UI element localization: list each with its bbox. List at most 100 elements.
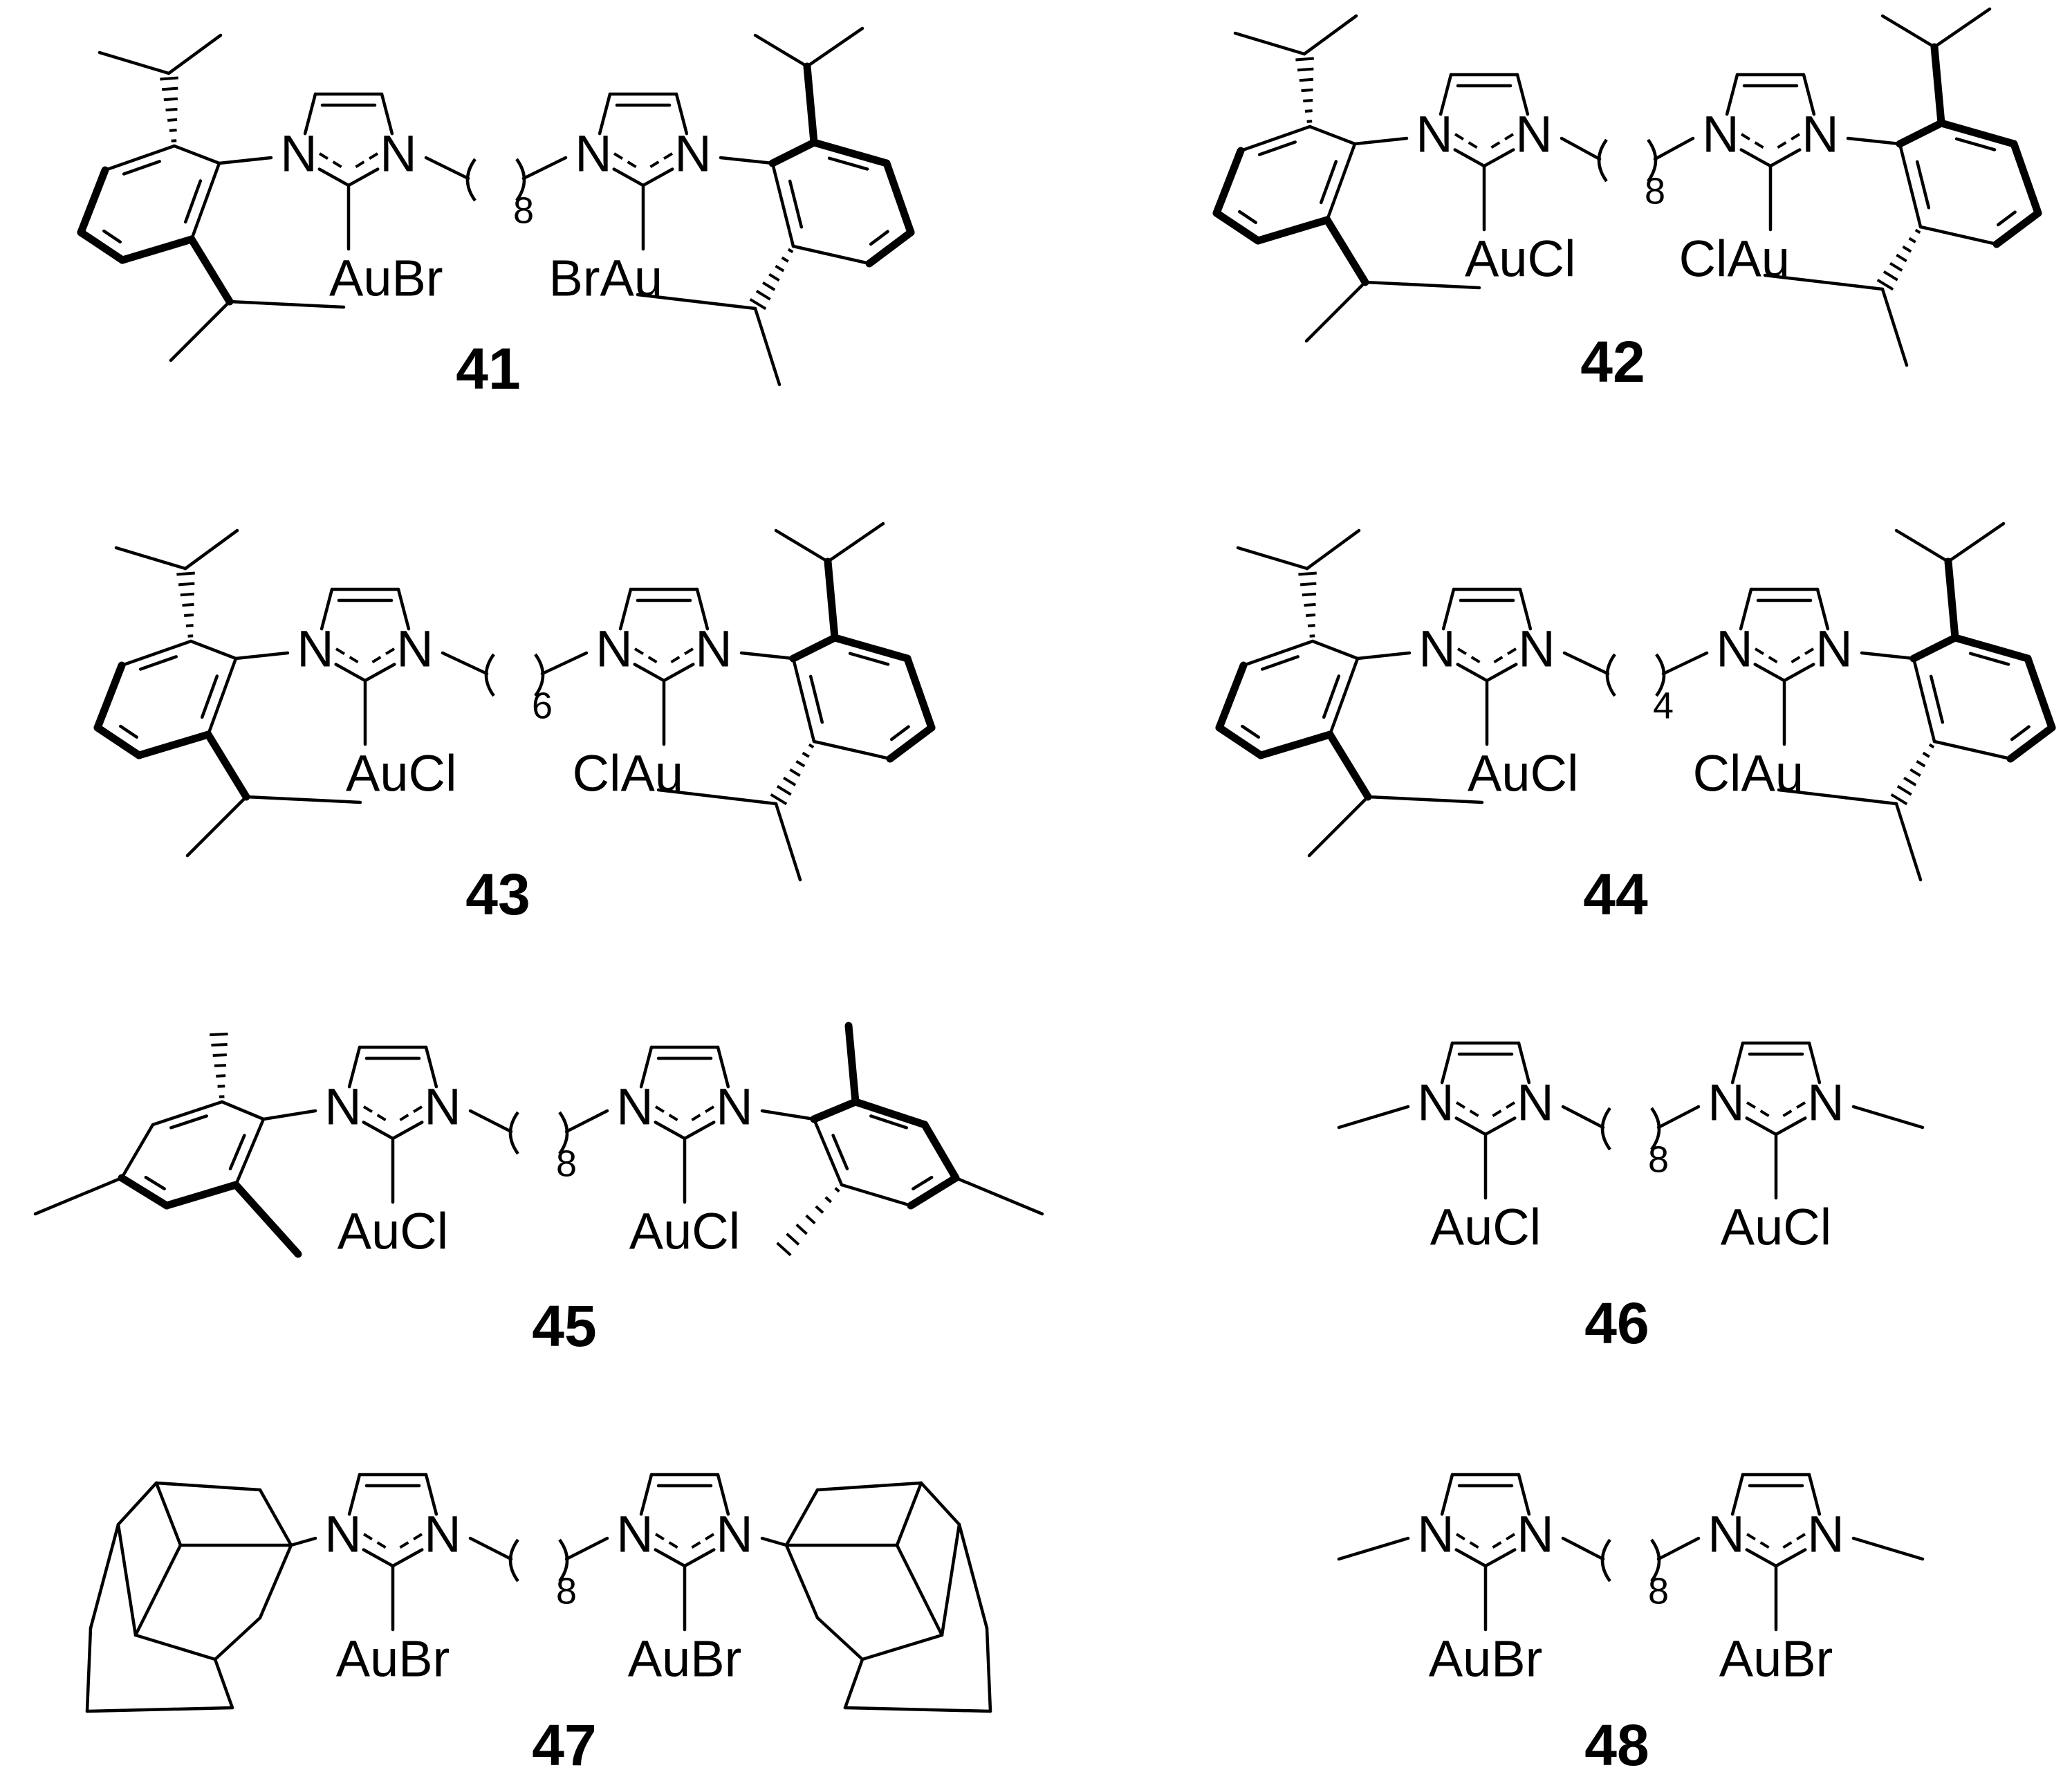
aryl-ring-inner-double-bond [1319,160,1338,205]
aryl-ring-bold-bond [93,661,126,732]
linker-bond [441,651,489,676]
isopropyl-hashed-bond [1298,571,1317,638]
adamantyl-cage-bond [258,1488,293,1547]
adamantyl-cage-bond [85,1706,234,1713]
linker-bond [1656,1105,1701,1130]
ring-bond [618,587,633,631]
aryl-ring-bond [1311,639,1360,661]
aryl-ring-bold-bond [810,138,891,167]
delocalization-dash [318,152,346,170]
adamantyl-cage-bond [895,1481,923,1547]
adamantyl-cage-bond [957,1522,989,1630]
aryl-ring-inner-double-bond [889,725,910,741]
aryl-ring-inner-double-bond [122,160,161,176]
atom-nitrogen: N [595,620,632,678]
aryl-ring-inner-double-bond [200,674,219,719]
linker-subscript: 8 [556,1570,577,1612]
adamantyl-cage-bond [154,1481,262,1492]
isopropyl-methyl-bond [1307,795,1370,858]
aryl-ring-bold-bond [831,634,912,663]
aryl-ring-bold-bond [865,228,915,268]
aryl-ring-bond [812,1117,844,1187]
metal-halide-label: AuBr [1719,1630,1833,1688]
linker-bond [1661,651,1709,676]
delocalization-dash [1787,647,1815,665]
aryl-ring-bold-bond [163,1181,240,1210]
N-adamantyl-bond [289,1536,317,1547]
isopropyl-methyl-bond [228,299,346,309]
delocalization-dash [1779,1533,1806,1551]
N-aryl-bond [1356,651,1412,661]
compound-number: 47 [532,1713,596,1778]
atom-nitrogen: N [324,1506,361,1563]
metal-halide-label: AuBr [336,1630,450,1688]
ring-bond [347,1045,362,1089]
adamantyl-cage-bond [116,1481,158,1527]
aryl-ring-inner-double-bond [1238,210,1258,224]
compound-number: 46 [1584,1291,1649,1356]
linker-bond [564,1536,609,1561]
atom-nitrogen: N [1708,1074,1744,1132]
isopropyl-methyl-bond [114,546,187,571]
aryl-ring-bond [812,739,892,761]
delocalization-dash [396,1105,423,1123]
ring-bond [1517,1473,1531,1516]
ring-bond [362,1121,395,1141]
ring-bond [1807,1473,1822,1516]
ring-bond [334,663,367,683]
ring-bond [380,92,394,136]
isopropyl-methyl-bond [1932,7,1992,49]
aryl-ring-bond [189,161,221,241]
ring-bond [639,1473,654,1516]
delocalization-dash [654,1105,682,1123]
atom-nitrogen: N [575,125,611,183]
ring-bond [320,587,334,631]
aryl-ring-inner-double-bond [1968,652,2010,666]
aryl-ring-inner-double-bond [1322,674,1341,719]
linker-bond [1656,1536,1701,1561]
linker-paren-close [1650,1107,1661,1151]
isopropyl-methyl-bond [1894,528,1950,564]
linker-paren-close [558,1538,569,1583]
ring-bond [716,1045,730,1089]
linker-bond [1562,651,1610,676]
atom-nitrogen: N [1802,106,1838,163]
isopropyl-methyl-bond [656,788,778,806]
atom-nitrogen: N [1517,1074,1553,1132]
compound-number: 42 [1580,329,1645,394]
isopropyl-methyl-bond [185,795,248,858]
linker-bond [1560,136,1602,161]
linker-bond [521,156,568,181]
delocalization-dash [1740,133,1768,151]
aryl-ring-bond [1898,142,1923,229]
isopropyl-hashed-bond [770,743,815,806]
isopropyl-methyl-bond [169,299,232,362]
aryl-ring-bond [189,639,238,661]
delocalization-dash [362,1533,390,1551]
ring-bond [391,1121,424,1141]
linker-bond [1653,136,1695,161]
isopropyl-methyl-bond [826,522,885,564]
linker-bond [1561,1105,1605,1130]
isopropyl-methyl-bond [753,306,781,387]
delocalization-dash [1746,1533,1773,1551]
adamantyl-cage-bond [843,1706,992,1713]
ring-bond [695,587,710,631]
linker-paren-open [1600,1107,1611,1151]
aryl-ring-bold-bond [118,235,196,264]
ring-bond [598,92,612,136]
aryl-ring-bold-bond [1215,723,1265,759]
aryl-ring-bold-bond [1937,119,2018,148]
atom-nitrogen: N [1815,620,1852,678]
aryl-ring-inner-double-bond [183,179,203,224]
aryl-ring-bond [1325,142,1357,222]
linker-paren-open [508,1111,519,1155]
delocalization-dash [1455,1533,1483,1551]
aryl-ring-inner-double-bond [869,1114,908,1130]
isopropyl-hashed-bond [1890,743,1935,806]
ring-bond [1454,1548,1488,1568]
aryl-ring-inner-double-bond [169,1114,208,1130]
delocalization-dash [396,1533,423,1551]
